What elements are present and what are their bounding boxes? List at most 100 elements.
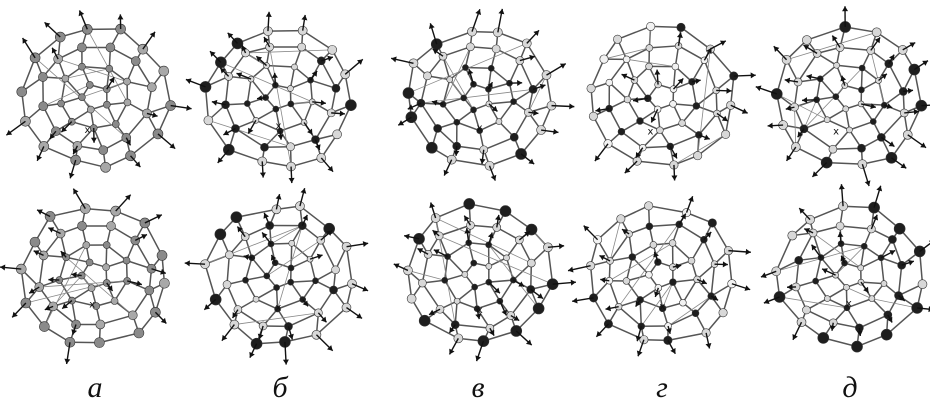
bond — [488, 279, 514, 283]
bond — [846, 297, 873, 309]
bond — [244, 279, 257, 300]
arrow-head — [37, 209, 43, 215]
atom — [833, 61, 840, 69]
bond — [43, 145, 76, 161]
bond — [530, 263, 533, 290]
bond — [680, 26, 711, 50]
arrow-head — [900, 162, 907, 169]
bond — [479, 120, 500, 132]
bond — [840, 225, 872, 230]
atom — [645, 62, 653, 71]
atom — [430, 213, 441, 223]
arrow-head — [799, 208, 805, 214]
arrow-head — [806, 74, 813, 80]
bond — [722, 283, 733, 313]
arrow-head — [326, 230, 333, 236]
arrow-head — [125, 139, 131, 146]
arrow-head — [829, 325, 836, 331]
bond — [633, 79, 649, 99]
bond — [812, 232, 822, 258]
arrow-head — [257, 95, 263, 102]
atom — [476, 127, 483, 134]
arrow-head — [453, 150, 460, 156]
arrow-head — [763, 298, 770, 305]
arrow-head — [432, 230, 439, 236]
bond — [826, 108, 847, 121]
bond — [526, 42, 548, 76]
arrow-head — [475, 313, 482, 320]
bond — [695, 89, 717, 107]
atom — [466, 42, 475, 52]
arrow-head — [498, 8, 505, 15]
bond — [814, 257, 822, 282]
bond — [345, 246, 353, 284]
arrow-head — [428, 23, 435, 29]
atom — [423, 249, 433, 259]
bond — [65, 256, 134, 316]
atom — [858, 64, 866, 72]
atom — [883, 310, 893, 320]
bond — [456, 286, 476, 302]
bond — [861, 67, 879, 82]
arrow-head — [236, 72, 243, 78]
bond — [236, 208, 277, 218]
atom — [843, 304, 851, 312]
arrow-head — [786, 155, 792, 161]
atom — [721, 129, 731, 139]
atom — [453, 118, 461, 126]
atom — [877, 254, 885, 262]
atom — [471, 283, 478, 291]
bond — [849, 120, 874, 131]
atom — [38, 101, 49, 112]
bond — [678, 45, 705, 61]
bond — [309, 80, 314, 102]
arrow-head — [134, 161, 141, 168]
bond — [820, 257, 837, 276]
atom — [707, 218, 717, 228]
bond — [255, 108, 277, 121]
arrow-head — [676, 32, 683, 38]
arrow-head — [490, 174, 497, 181]
bond — [245, 275, 267, 281]
arrow-head — [117, 14, 124, 20]
center-mark: x — [648, 126, 654, 137]
bond — [589, 265, 595, 298]
atom — [908, 63, 921, 76]
atom — [233, 305, 243, 314]
atom — [347, 278, 357, 289]
atom — [273, 284, 280, 291]
bond — [245, 49, 333, 54]
bond — [204, 263, 217, 300]
arrow-head — [899, 295, 905, 301]
bond — [650, 25, 682, 29]
atom — [418, 278, 427, 288]
atom — [671, 62, 680, 71]
atom — [868, 295, 876, 302]
atoms — [199, 25, 357, 172]
atom — [287, 85, 294, 92]
bond — [495, 48, 521, 62]
bond — [442, 97, 464, 106]
bond — [289, 66, 296, 89]
arrow-head — [489, 329, 495, 336]
atom — [586, 261, 596, 271]
bond — [71, 299, 97, 307]
arrow-head — [501, 309, 507, 316]
arrow-head — [265, 11, 272, 17]
atom — [628, 253, 636, 261]
atom — [496, 297, 504, 305]
atom — [102, 263, 110, 271]
arrow-head — [721, 115, 728, 122]
atom — [418, 314, 431, 327]
center-mark: x — [275, 121, 281, 132]
atom — [252, 295, 260, 303]
arrow-head — [393, 263, 400, 269]
atom — [727, 279, 737, 289]
atom — [787, 230, 798, 241]
arrow-head — [870, 103, 876, 110]
bond — [786, 31, 877, 61]
bond — [618, 299, 641, 308]
bond — [886, 307, 918, 336]
atom — [653, 105, 662, 114]
center-mark: x — [89, 300, 95, 311]
